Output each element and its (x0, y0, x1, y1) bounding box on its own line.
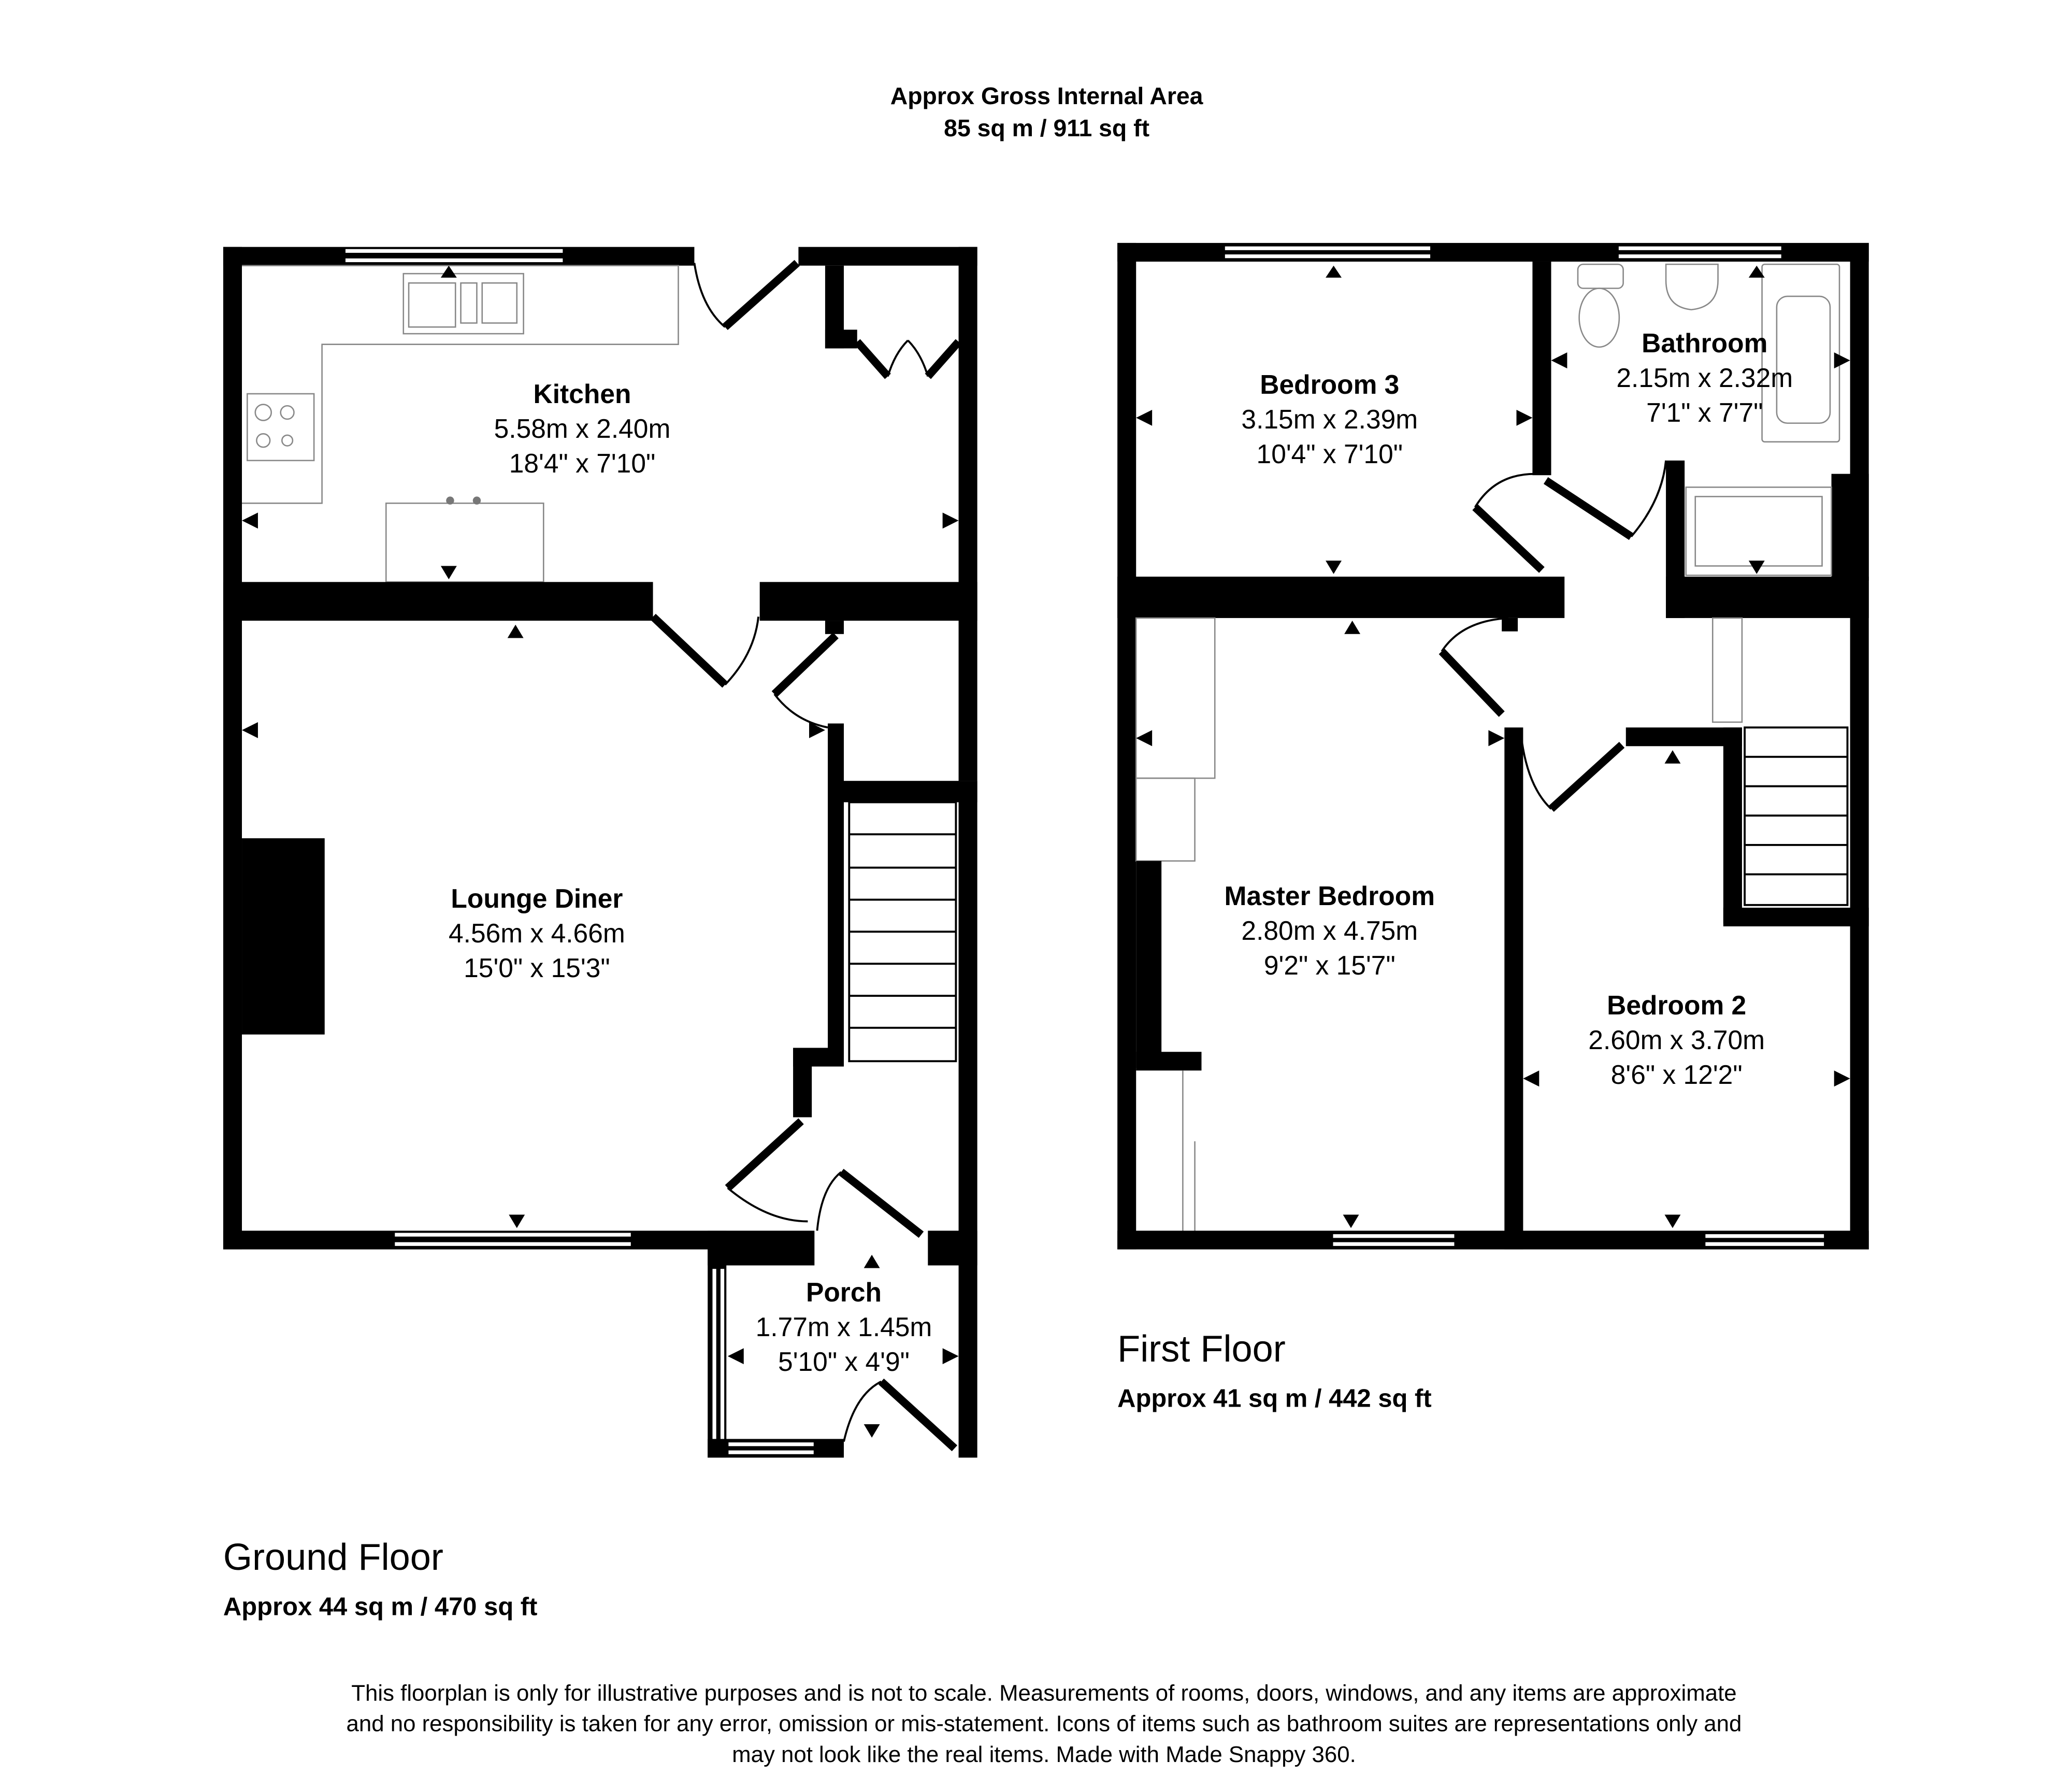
disclaimer-line: and no responsibility is taken for any e… (347, 1711, 1742, 1737)
room-name: Kitchen (534, 379, 631, 409)
window (1331, 1233, 1456, 1248)
first-floor-plan (1117, 242, 1869, 1250)
window (343, 247, 565, 264)
room-porch: Porch 1.77m x 1.45m 5'10" x 4'9" (756, 1277, 932, 1377)
room-name: Lounge Diner (451, 883, 623, 913)
window (1223, 245, 1432, 260)
header-total-area: 85 sq m / 911 sq ft (944, 114, 1149, 141)
room-name: Porch (806, 1277, 882, 1307)
toilet-icon (1577, 263, 1624, 348)
window (393, 1231, 632, 1248)
disclaimer-line: This floorplan is only for illustrative … (351, 1680, 1736, 1706)
first-floor-label: First Floor (1117, 1328, 1286, 1370)
room-metric: 1.77m x 1.45m (756, 1312, 932, 1342)
disclaimer-line: may not look like the real items. Made w… (732, 1742, 1356, 1767)
room-lounge-diner: Lounge Diner 4.56m x 4.66m 15'0" x 15'3" (449, 883, 625, 983)
room-imperial: 15'0" x 15'3" (464, 953, 610, 983)
room-metric: 2.80m x 4.75m (1241, 915, 1418, 946)
bath-icon (1761, 263, 1840, 443)
room-imperial: 10'4" x 7'10" (1257, 439, 1403, 469)
room-bedroom-3: Bedroom 3 3.15m x 2.39m 10'4" x 7'10" (1241, 369, 1418, 469)
first-floor-area: Approx 41 sq m / 442 sq ft (1117, 1385, 1431, 1413)
room-metric: 2.15m x 2.32m (1616, 363, 1793, 393)
room-metric: 3.15m x 2.39m (1241, 404, 1418, 434)
room-imperial: 5'10" x 4'9" (778, 1347, 910, 1377)
window (1617, 245, 1783, 260)
room-imperial: 9'2" x 15'7" (1264, 950, 1395, 980)
room-name: Bedroom 3 (1260, 369, 1399, 399)
room-kitchen: Kitchen 5.58m x 2.40m 18'4" x 7'10" (494, 379, 671, 478)
ground-floor-label: Ground Floor (223, 1537, 443, 1578)
hob-icon (247, 393, 315, 462)
room-metric: 4.56m x 4.66m (449, 918, 625, 948)
staircase (848, 801, 957, 1063)
header-title: Approx Gross Internal Area (890, 82, 1204, 109)
ground-floor-plan (223, 247, 977, 1458)
room-imperial: 18'4" x 7'10" (509, 448, 656, 478)
room-name: Bedroom 2 (1607, 990, 1746, 1020)
room-bathroom: Bathroom 2.15m x 2.32m 7'1" x 7'7" (1616, 328, 1793, 427)
room-imperial: 7'1" x 7'7" (1646, 397, 1763, 427)
window (1704, 1233, 1826, 1248)
room-bedroom-2: Bedroom 2 2.60m x 3.70m 8'6" x 12'2" (1588, 990, 1765, 1090)
room-imperial: 8'6" x 12'2" (1611, 1059, 1743, 1090)
basin-icon (1665, 263, 1719, 311)
ground-floor-area: Approx 44 sq m / 470 sq ft (223, 1593, 537, 1621)
room-name: Bathroom (1642, 328, 1767, 358)
staircase (1744, 726, 1849, 906)
room-metric: 5.58m x 2.40m (494, 413, 671, 443)
room-metric: 2.60m x 3.70m (1588, 1025, 1765, 1055)
sink-icon (402, 273, 524, 335)
room-name: Master Bedroom (1225, 881, 1435, 911)
room-master-bedroom: Master Bedroom 2.80m x 4.75m 9'2" x 15'7… (1225, 881, 1435, 980)
